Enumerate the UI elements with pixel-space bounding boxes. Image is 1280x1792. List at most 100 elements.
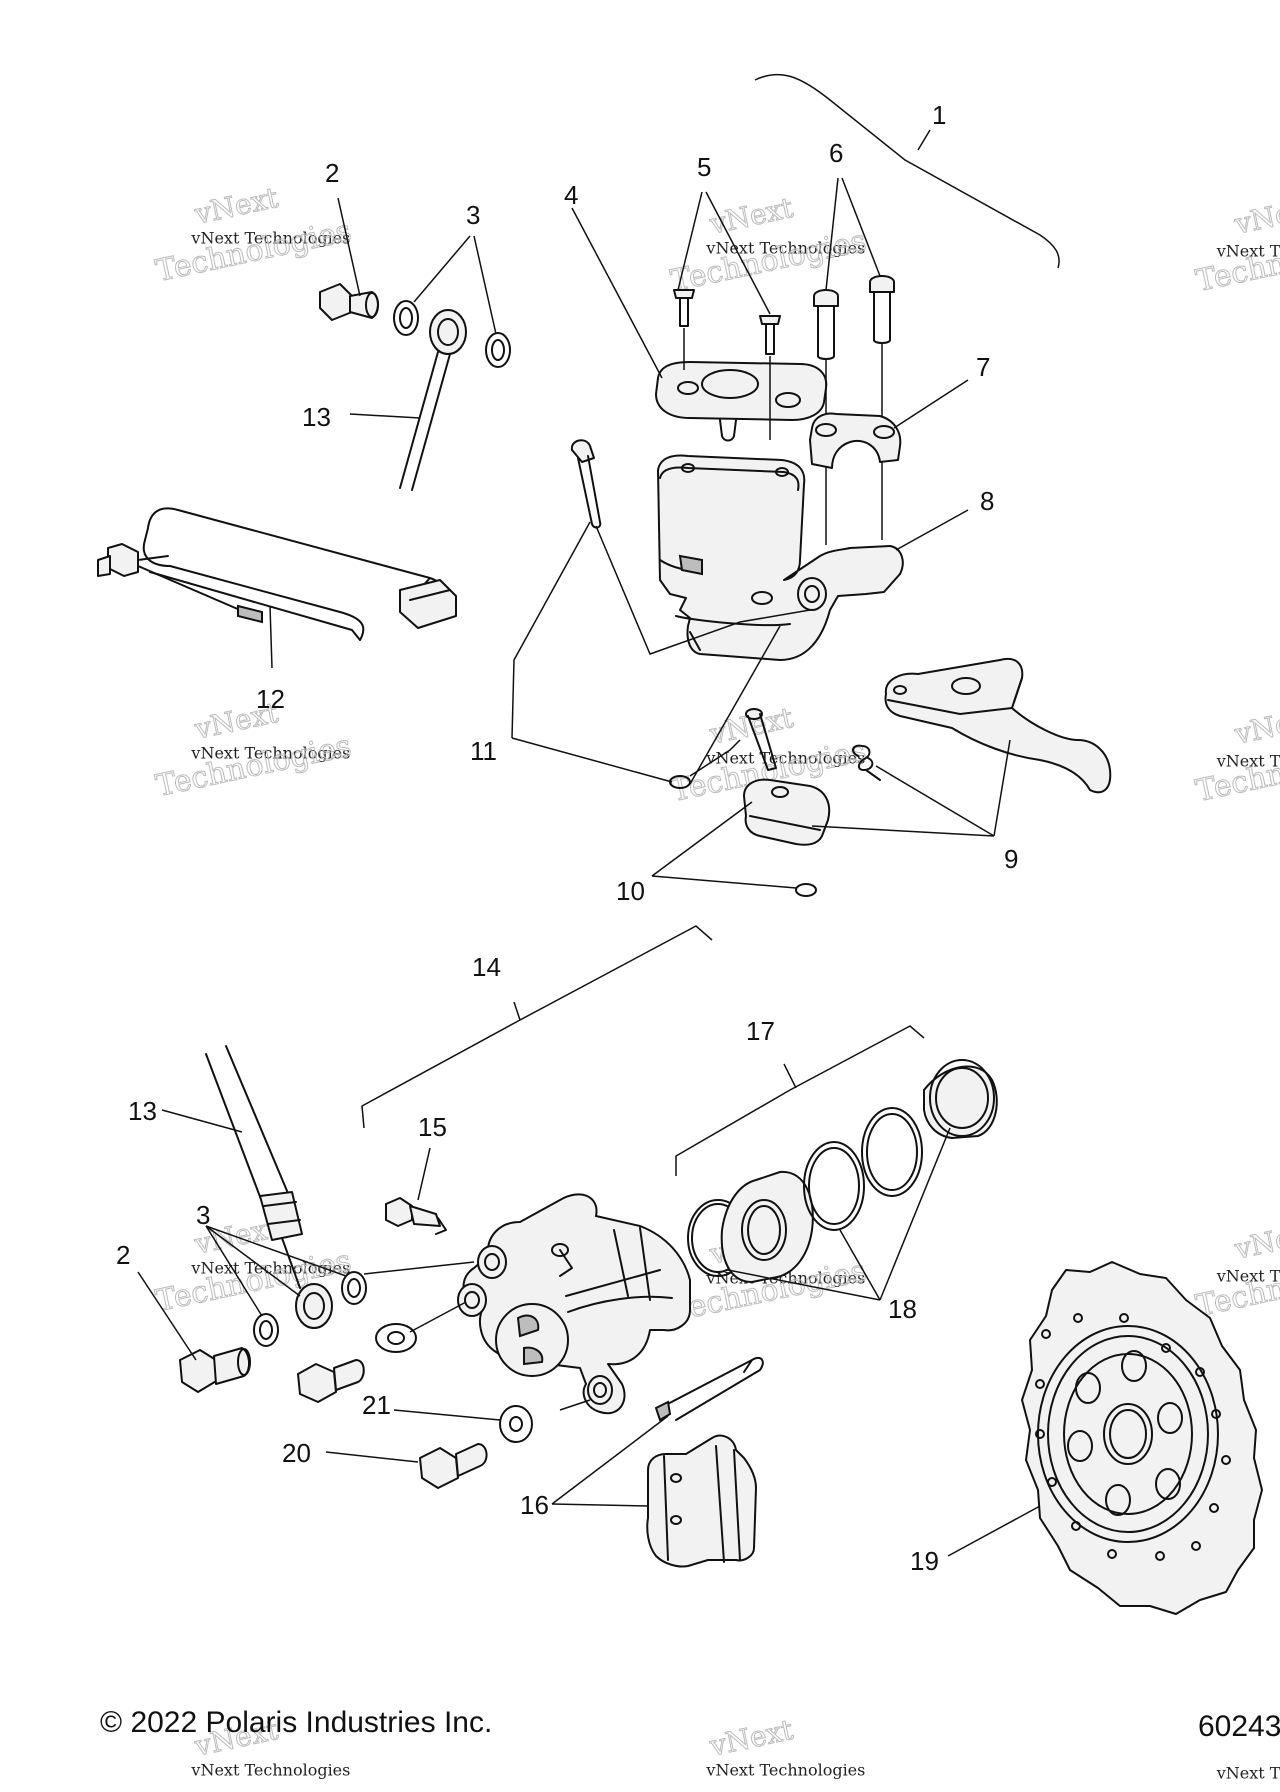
callout-2-upper: 2 (325, 158, 339, 188)
callout-10: 10 (616, 876, 645, 906)
bleeder-valve (385, 1197, 447, 1235)
callout-15: 15 (418, 1112, 447, 1142)
svg-text:vNext Technologies: vNext Technologies (1216, 1764, 1280, 1783)
callout-11: 11 (470, 736, 497, 766)
watermark: vNext vNext Technologies (705, 1712, 865, 1780)
brake-pads (646, 1434, 757, 1568)
watermark: vNext vNext Technologies Technologies (1192, 700, 1280, 810)
svg-text:Technologies: Technologies (153, 729, 354, 805)
watermark: vNext vNext Technologies Technologies (667, 190, 869, 300)
banjo-bolt-lower (179, 1347, 251, 1393)
svg-text:vNext: vNext (1231, 701, 1280, 751)
crush-washer-lower-1 (253, 1313, 279, 1347)
crush-washer-upper-1-inner (399, 307, 413, 329)
clamp-bolt-left (813, 289, 839, 360)
callout-17: 17 (746, 1016, 775, 1046)
dust-seal-1 (803, 1141, 865, 1231)
svg-text:vNext Technologies: vNext Technologies (1216, 242, 1280, 261)
caliper-washer-upper (375, 1323, 417, 1353)
copyright-notice: © 2022 Polaris Industries Inc. (100, 1706, 493, 1739)
svg-text:Technologies: Technologies (668, 224, 869, 300)
pivot-pin-axis (595, 525, 811, 655)
caliper-mount-bolt-20 (419, 1443, 488, 1489)
svg-text:Technologies: Technologies (1193, 734, 1280, 810)
svg-text:vNext: vNext (1231, 191, 1280, 241)
crush-washer-upper-2 (485, 332, 511, 368)
callout-3-upper: 3 (466, 200, 480, 230)
callout-8: 8 (980, 486, 994, 516)
lever-actuator-block (743, 778, 831, 846)
callout-18: 18 (888, 1294, 917, 1324)
brake-line-banjo-lower (281, 1237, 333, 1329)
brake-line-lower (205, 1045, 303, 1241)
circlip-10-axis (689, 739, 741, 777)
callout-12: 12 (256, 684, 285, 714)
svg-text:vNext Technologies: vNext Technologies (705, 239, 865, 258)
caliper-mount-bolt-upper (297, 1359, 365, 1403)
dust-seal-2-inner (866, 1113, 918, 1191)
callout-6: 6 (829, 138, 843, 168)
caliper-washer-21-inner (509, 1416, 523, 1432)
callout-13-lower: 13 (128, 1096, 157, 1126)
piston-boot (923, 1059, 998, 1139)
leader-lines-upper (269, 177, 1011, 889)
svg-text:Technologies: Technologies (1193, 1249, 1280, 1325)
callout-14: 14 (472, 952, 501, 982)
assembly-bracket-14-tick (513, 1001, 521, 1021)
callout-2-lower: 2 (116, 1240, 130, 1270)
crush-washer-lower-2-inner (347, 1278, 361, 1298)
svg-text:Technologies: Technologies (1193, 224, 1280, 300)
clamp-bolt-right (869, 275, 895, 344)
svg-text:vNext Technologies: vNext Technologies (705, 749, 865, 768)
handlebar-clamp (809, 412, 902, 469)
assembly-bracket-1-tick (917, 129, 931, 151)
lever-spring (852, 744, 881, 781)
watermark: vNext Technologies (1216, 1764, 1280, 1783)
brake-lever (884, 658, 1112, 794)
crush-washer-upper-2-inner (491, 339, 505, 361)
svg-text:vNext Technologies: vNext Technologies (1216, 1267, 1280, 1286)
cap-screw-right (759, 315, 781, 355)
assembly-bracket-17 (675, 1025, 925, 1176)
crush-washer-lower-2 (341, 1271, 367, 1305)
dust-seal-2 (861, 1107, 923, 1197)
circlip-10 (795, 883, 817, 897)
cap-screw-left (673, 289, 695, 327)
crush-washer-lower-1-inner (259, 1320, 273, 1340)
svg-text:vNext Technologies: vNext Technologies (705, 1761, 865, 1780)
callout-labels: 1 2 3 4 5 6 7 8 9 10 11 12 13 14 13 15 1… (116, 100, 1018, 1576)
lever-pushrod (745, 708, 777, 771)
assembly-bracket-14 (361, 925, 713, 1129)
callout-7: 7 (976, 352, 990, 382)
lever-pivot-pin (570, 439, 602, 529)
master-cylinder-body (657, 454, 904, 661)
svg-text:vNext: vNext (1231, 1216, 1280, 1266)
svg-text:vNext: vNext (706, 1713, 797, 1763)
svg-text:vNext: vNext (706, 191, 797, 241)
svg-text:vNext Technologies: vNext Technologies (190, 229, 350, 248)
brake-line-upper (399, 309, 467, 491)
brake-disc (1021, 1261, 1263, 1615)
watermark: vNext vNext Technologies Technologies (1192, 1215, 1280, 1325)
watermark: vNext vNext Technologies Technologies (152, 695, 354, 805)
callout-13-upper: 13 (302, 402, 331, 432)
callout-20: 20 (282, 1438, 311, 1468)
diagram-code: 60243 (1198, 1710, 1280, 1743)
banjo-bolt-upper (319, 283, 379, 321)
svg-text:vNext: vNext (191, 181, 282, 231)
assembly-bracket-1 (754, 73, 1060, 269)
svg-text:vNext Technologies: vNext Technologies (190, 1761, 350, 1780)
watermark: vNext vNext Technologies Technologies (1192, 190, 1280, 300)
assembly-bracket-17-tick (783, 1063, 797, 1089)
watermark: vNext vNext Technologies Technologies (152, 180, 354, 290)
callout-21: 21 (362, 1390, 391, 1420)
pad-retaining-pin (654, 1356, 764, 1422)
callout-3-lower: 3 (196, 1200, 210, 1230)
callout-4: 4 (564, 180, 578, 210)
svg-text:vNext Technologies: vNext Technologies (1216, 752, 1280, 771)
svg-text:Technologies: Technologies (153, 214, 354, 290)
callout-16: 16 (520, 1490, 549, 1520)
dust-seal-1-inner (808, 1147, 860, 1225)
crush-washer-upper-1 (393, 300, 419, 336)
